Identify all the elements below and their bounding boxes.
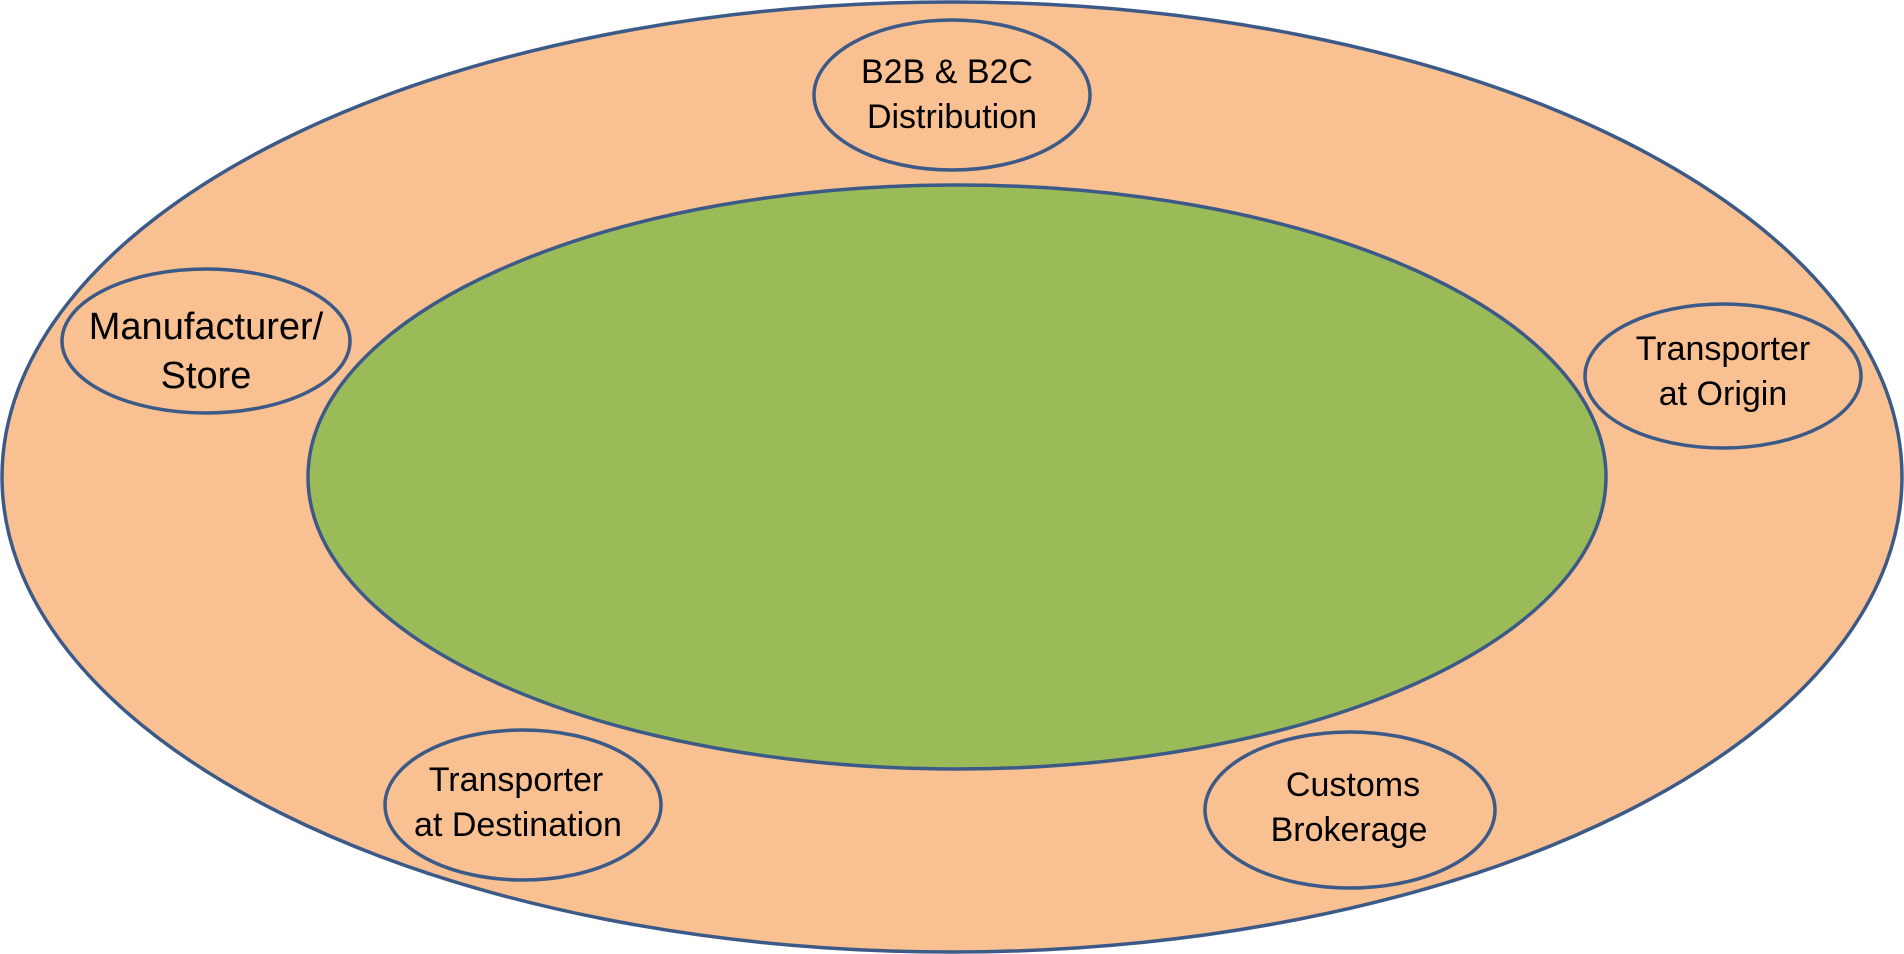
node-customs-brokerage-line1: Customs [1286, 766, 1420, 804]
node-transporter-destination: Transporter at Destination [383, 728, 663, 882]
node-transporter-origin-line2: at Origin [1659, 375, 1788, 413]
node-transporter-destination-line2: at Destination [414, 806, 622, 844]
node-b2b-b2c-distribution-line2: Distribution [867, 98, 1037, 136]
node-transporter-origin-shape [1583, 302, 1863, 450]
node-transporter-origin-line1: Transporter [1636, 330, 1810, 368]
node-customs-brokerage-shape [1203, 730, 1497, 890]
node-transporter-destination-shape [383, 728, 663, 882]
node-customs-brokerage-line2: Brokerage [1271, 811, 1428, 849]
node-manufacturer-store-shape [60, 267, 352, 415]
node-transporter-destination-line1: Transporter [429, 761, 603, 799]
node-manufacturer-store: Manufacturer/ Store [60, 267, 352, 415]
node-transporter-origin: Transporter at Origin [1583, 302, 1863, 450]
node-manufacturer-store-line1: Manufacturer/ [89, 306, 324, 348]
node-b2b-b2c-distribution-line1: B2B & B2C [861, 53, 1033, 91]
node-b2b-b2c-distribution: B2B & B2C Distribution [812, 18, 1092, 172]
node-manufacturer-store-line2: Store [161, 355, 252, 397]
node-customs-brokerage: Customs Brokerage [1203, 730, 1497, 890]
inner-core [306, 183, 1608, 771]
node-b2b-b2c-distribution-shape [812, 18, 1092, 172]
